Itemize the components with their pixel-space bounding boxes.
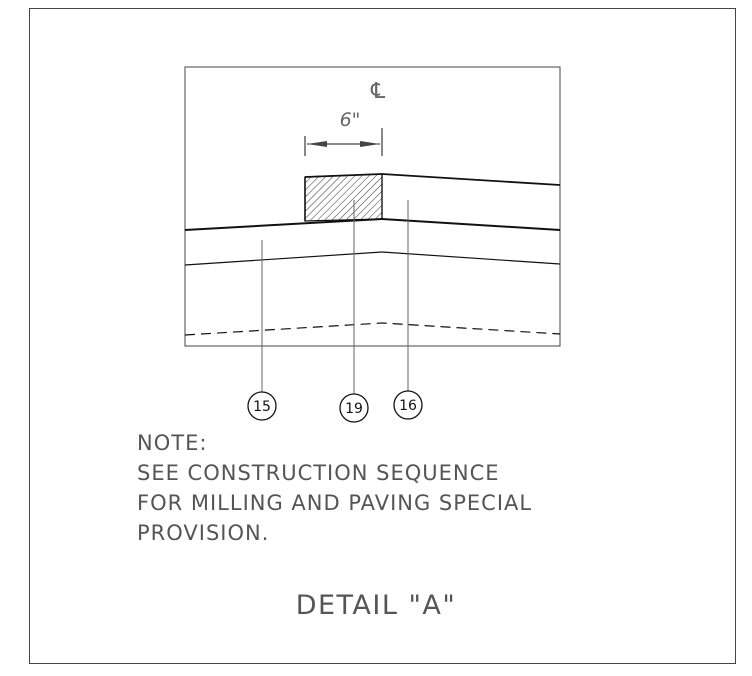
note-line-2: FOR MILLING AND PAVING SPECIAL bbox=[137, 491, 533, 515]
milled-top-line bbox=[304, 173, 383, 178]
dimension-arrow-left bbox=[307, 141, 327, 147]
callout-15-label: 15 bbox=[253, 399, 271, 415]
centerline-symbol: ℄ bbox=[368, 79, 388, 104]
dimension-arrow-right bbox=[360, 141, 380, 147]
sheet-border bbox=[29, 8, 736, 664]
hatched-milled-area bbox=[304, 173, 383, 222]
detail-title: DETAIL "A" bbox=[295, 590, 457, 621]
callout-16: 16 bbox=[393, 390, 423, 420]
subgrade-dashed-line bbox=[184, 322, 561, 336]
pavement-top-line-right bbox=[381, 173, 561, 186]
note-block: NOTE: SEE CONSTRUCTION SEQUENCE FOR MILL… bbox=[137, 428, 532, 548]
pavement-surface-line bbox=[184, 217, 561, 231]
note-line-3: PROVISION. bbox=[137, 521, 270, 545]
note-heading: NOTE: bbox=[137, 431, 208, 455]
note-line-1: SEE CONSTRUCTION SEQUENCE bbox=[137, 461, 500, 485]
callout-19: 19 bbox=[339, 393, 369, 423]
base-layer-line bbox=[184, 251, 561, 266]
dimension-label: 6" bbox=[340, 109, 361, 131]
detail-box bbox=[184, 66, 561, 347]
callout-16-label: 16 bbox=[399, 398, 417, 414]
callout-15: 15 bbox=[247, 391, 277, 421]
callout-19-label: 19 bbox=[345, 401, 363, 417]
